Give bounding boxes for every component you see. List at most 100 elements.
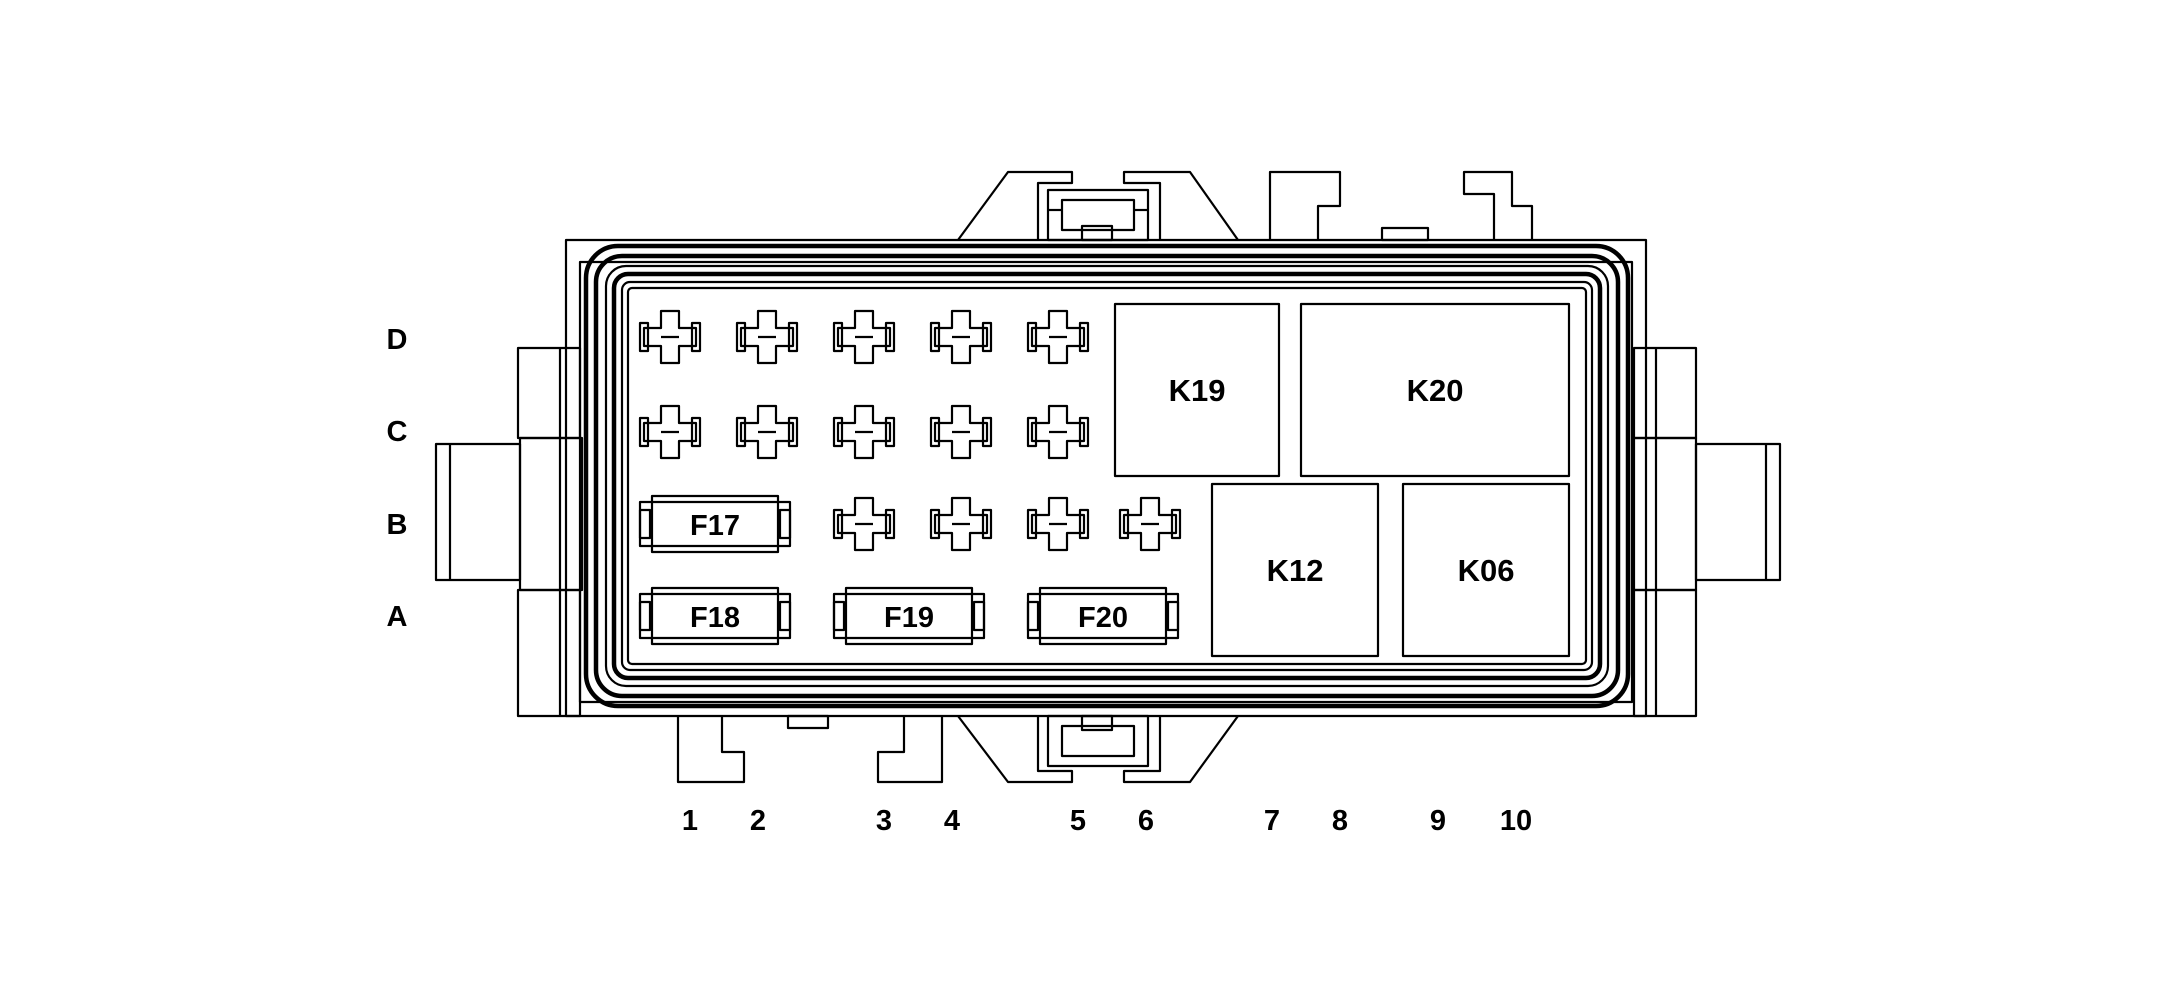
terminal-right-slot xyxy=(981,321,993,353)
fuse-f17-label: F17 xyxy=(690,510,740,542)
terminal-cavity xyxy=(638,309,702,365)
terminal-cross-outline xyxy=(1030,496,1086,552)
col-label-2: 2 xyxy=(750,805,766,837)
terminal-cavity xyxy=(832,404,896,460)
terminal-left-slot xyxy=(832,508,844,540)
col-label-10: 10 xyxy=(1500,805,1532,837)
housing-outline xyxy=(564,238,1648,718)
fuse-f18: F18 xyxy=(638,586,792,646)
top-right-tabs xyxy=(1268,170,1534,242)
fuse-f20-left-blade xyxy=(1026,600,1040,632)
row-label-c: C xyxy=(387,416,408,448)
row-label-d: D xyxy=(387,324,408,356)
terminal-right-slot xyxy=(1078,508,1090,540)
terminal-right-slot xyxy=(1078,416,1090,448)
terminal-cavity xyxy=(638,404,702,460)
terminal-left-slot xyxy=(735,321,747,353)
col-label-1: 1 xyxy=(682,805,698,837)
fuse-f19-label: F19 xyxy=(884,602,934,634)
col-label-3: 3 xyxy=(876,805,892,837)
terminal-group xyxy=(638,309,1182,552)
relay-k19-body xyxy=(1113,302,1281,478)
fuse-f18-right-blade xyxy=(778,600,792,632)
top-center-latch xyxy=(957,170,1239,242)
terminal-cavity xyxy=(735,404,799,460)
fuse-f20-housing xyxy=(1038,586,1168,646)
relay-k12-body xyxy=(1210,482,1380,658)
terminal-cross-outline xyxy=(739,309,795,365)
terminal-cavity xyxy=(1118,496,1182,552)
terminal-cross-outline xyxy=(836,496,892,552)
terminal-right-slot xyxy=(1170,508,1182,540)
terminal-cross-outline xyxy=(739,404,795,460)
bottom-left-tabs xyxy=(676,714,944,784)
terminal-cross-outline xyxy=(642,404,698,460)
col-label-7: 7 xyxy=(1264,805,1280,837)
terminal-right-slot xyxy=(787,416,799,448)
terminal-left-slot xyxy=(929,321,941,353)
terminal-left-slot xyxy=(1118,508,1130,540)
terminal-left-slot xyxy=(1026,508,1038,540)
fuse-f19-right-blade xyxy=(972,600,986,632)
terminal-cavity xyxy=(832,496,896,552)
terminal-left-slot xyxy=(929,508,941,540)
relay-k06-label: K06 xyxy=(1458,553,1515,588)
fuse-f18-housing xyxy=(650,586,780,646)
terminal-cross-outline xyxy=(836,404,892,460)
col-label-8: 8 xyxy=(1332,805,1348,837)
terminal-cavity xyxy=(929,309,993,365)
relay-k19: K19 xyxy=(1113,302,1281,478)
bottom-center-latch xyxy=(957,714,1239,784)
fuse-f18-label: F18 xyxy=(690,602,740,634)
fuse-f17: F17 xyxy=(638,494,792,554)
fuse-f19-housing xyxy=(844,586,974,646)
fuse-f19: F19 xyxy=(832,586,986,646)
relay-k19-label: K19 xyxy=(1169,373,1226,408)
terminal-right-slot xyxy=(884,416,896,448)
terminal-left-slot xyxy=(638,321,650,353)
terminal-cavity xyxy=(832,309,896,365)
left-side-tabs xyxy=(434,346,584,718)
relay-k20-label: K20 xyxy=(1407,373,1464,408)
terminal-cavity xyxy=(1026,309,1090,365)
relay-k12-label: K12 xyxy=(1267,553,1324,588)
terminal-right-slot xyxy=(787,321,799,353)
terminal-cavity xyxy=(929,404,993,460)
relay-k20: K20 xyxy=(1299,302,1571,478)
terminal-left-slot xyxy=(832,416,844,448)
relay-k20-body xyxy=(1299,302,1571,478)
fuse-f18-left-blade xyxy=(638,600,652,632)
fuse-f17-housing xyxy=(650,494,780,554)
terminal-left-slot xyxy=(832,321,844,353)
fuse-f20: F20 xyxy=(1026,586,1180,646)
terminal-right-slot xyxy=(690,416,702,448)
relay-k12: K12 xyxy=(1210,482,1380,658)
terminal-cross-outline xyxy=(933,496,989,552)
terminal-left-slot xyxy=(929,416,941,448)
col-label-5: 5 xyxy=(1070,805,1086,837)
terminal-cross-outline xyxy=(1030,309,1086,365)
terminal-left-slot xyxy=(1026,321,1038,353)
terminal-right-slot xyxy=(981,416,993,448)
fuse-f20-right-blade xyxy=(1166,600,1180,632)
fuse-f17-left-blade xyxy=(638,508,652,540)
terminal-cavity xyxy=(1026,404,1090,460)
col-label-9: 9 xyxy=(1430,805,1446,837)
terminal-left-slot xyxy=(735,416,747,448)
terminal-cavity xyxy=(1026,496,1090,552)
terminal-cavity xyxy=(929,496,993,552)
terminal-right-slot xyxy=(1078,321,1090,353)
fuse-f17-right-blade xyxy=(778,508,792,540)
terminal-right-slot xyxy=(884,321,896,353)
terminal-left-slot xyxy=(1026,416,1038,448)
col-label-4: 4 xyxy=(944,805,960,837)
right-side-tabs xyxy=(1632,346,1782,718)
row-label-b: B xyxy=(387,509,408,541)
relay-k06-body xyxy=(1401,482,1571,658)
terminal-right-slot xyxy=(690,321,702,353)
fuse-f19-left-blade xyxy=(832,600,846,632)
terminal-right-slot xyxy=(884,508,896,540)
terminal-cross-outline xyxy=(642,309,698,365)
relay-k06: K06 xyxy=(1401,482,1571,658)
